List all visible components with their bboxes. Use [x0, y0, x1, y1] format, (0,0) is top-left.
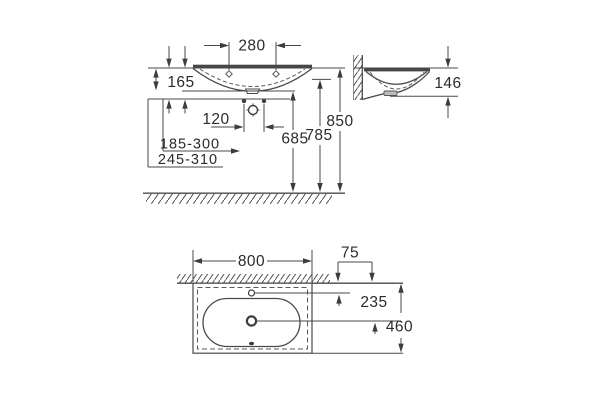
- range-reference-arrows-bottom: [166, 99, 188, 114]
- dim-range-185-300: 185-300: [160, 99, 240, 154]
- front-view: 280 165: [143, 38, 353, 204]
- dim-280-label: 280: [238, 38, 265, 55]
- dim-basin-height: 165: [153, 68, 194, 91]
- dim-hole-spacing: 280: [204, 38, 301, 70]
- supply-connection-right: [261, 98, 267, 104]
- dim-235-label: 235: [360, 294, 387, 311]
- side-basin-top-edge: [364, 68, 430, 72]
- fixing-hole-right: [272, 70, 280, 78]
- dim-850-label: 850: [326, 113, 353, 130]
- dim-800-label: 800: [238, 253, 265, 270]
- plan-basin-hidden-edge: [197, 287, 308, 350]
- basin-top-edge: [193, 64, 312, 68]
- basin-bowl-outline: [192, 67, 313, 92]
- dim-165-label: 165: [167, 74, 194, 91]
- dim-drain-height: 685: [281, 91, 308, 192]
- dim-146-label: 146: [434, 75, 461, 92]
- dim-drain-offset: 235: [336, 294, 387, 334]
- drain-hole: [245, 315, 258, 327]
- basin-bowl-inner-dashed: [199, 68, 306, 87]
- waste-trap-symbol: [246, 103, 260, 117]
- side-waste-outlet: [383, 90, 398, 96]
- dim-depth: 460: [312, 283, 413, 354]
- floor-line: [143, 192, 345, 204]
- side-bowl-inner-dashed: [369, 71, 425, 90]
- side-underside-left: [362, 92, 387, 101]
- plan-wall-hatching: [177, 274, 330, 283]
- fixing-hole-left: [225, 70, 233, 78]
- plan-view: 800 75 235: [177, 245, 413, 354]
- side-view: 146: [353, 46, 461, 118]
- tap-hole: [247, 289, 256, 297]
- floor-hatching: [146, 193, 332, 204]
- dim-685-label: 685: [281, 131, 308, 148]
- dim-120-label: 120: [202, 111, 229, 128]
- dim-mid-height: 785: [305, 78, 332, 192]
- dim-rim-height: 850: [326, 68, 353, 192]
- dim-tap-offset: 75: [335, 245, 375, 282]
- dim-75-label: 75: [341, 245, 359, 262]
- overflow-mark: [248, 341, 255, 346]
- dim-edge-height: 146: [390, 46, 461, 118]
- dim-range-245-310: 245-310: [147, 99, 223, 168]
- supply-connection-left: [241, 98, 247, 104]
- dim-supply-spacing: 120: [202, 104, 284, 132]
- dim-785-label: 785: [305, 127, 332, 144]
- dim-185-300-label: 185-300: [160, 137, 220, 153]
- wall-section: [353, 55, 363, 100]
- dim-460-label: 460: [386, 319, 413, 336]
- side-underside-right: [396, 71, 430, 94]
- range-reference-arrows-top: [166, 46, 188, 68]
- dim-245-310-label: 245-310: [158, 152, 218, 168]
